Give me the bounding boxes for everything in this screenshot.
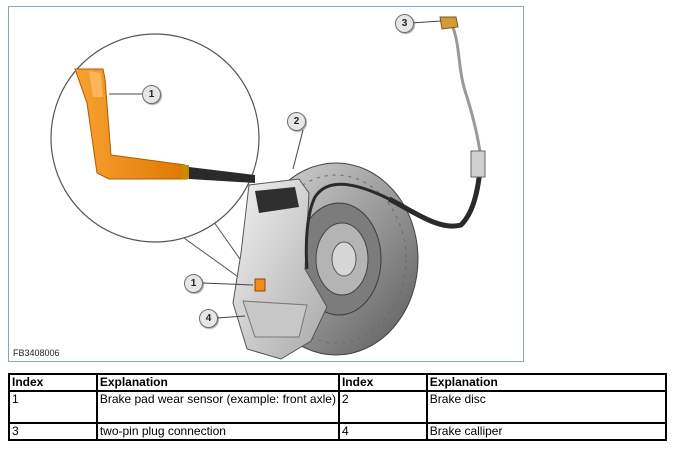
cell-explanation: two-pin plug connection — [95, 422, 340, 441]
callout-3: 3 — [395, 14, 414, 33]
table-row: 1 Brake pad wear sensor (example: front … — [8, 390, 668, 424]
cell-explanation: Brake pad wear sensor (example: front ax… — [95, 390, 340, 424]
callout-1-zoom: 1 — [142, 85, 161, 104]
brake-line — [304, 16, 486, 270]
detail-zoom-circle — [50, 33, 260, 243]
cell-explanation: Brake calliper — [425, 422, 668, 441]
callout-4: 4 — [199, 309, 218, 328]
cell-index: 1 — [8, 390, 98, 424]
brake-calliper — [232, 178, 328, 360]
figure-code: FB3408006 — [13, 348, 60, 358]
wear-sensor-small — [254, 278, 266, 292]
header-index-2: Index — [337, 373, 428, 392]
brake-drawing — [50, 16, 486, 360]
cell-index: 3 — [8, 422, 98, 441]
table-row: 3 two-pin plug connection 4 Brake callip… — [8, 422, 668, 441]
header-explanation-1: Explanation — [95, 373, 340, 392]
cell-explanation: Brake disc — [425, 390, 668, 424]
brake-illustration: 1 1 2 3 4 FB3408006 — [8, 6, 524, 362]
legend-header-row: Index Explanation Index Explanation — [8, 373, 668, 392]
header-explanation-2: Explanation — [425, 373, 668, 392]
legend-table: Index Explanation Index Explanation 1 Br… — [8, 373, 668, 441]
cell-index: 4 — [337, 422, 428, 441]
callout-2: 2 — [287, 112, 306, 131]
header-index-1: Index — [8, 373, 98, 392]
callout-1-calliper: 1 — [184, 274, 203, 293]
cell-index: 2 — [337, 390, 428, 424]
